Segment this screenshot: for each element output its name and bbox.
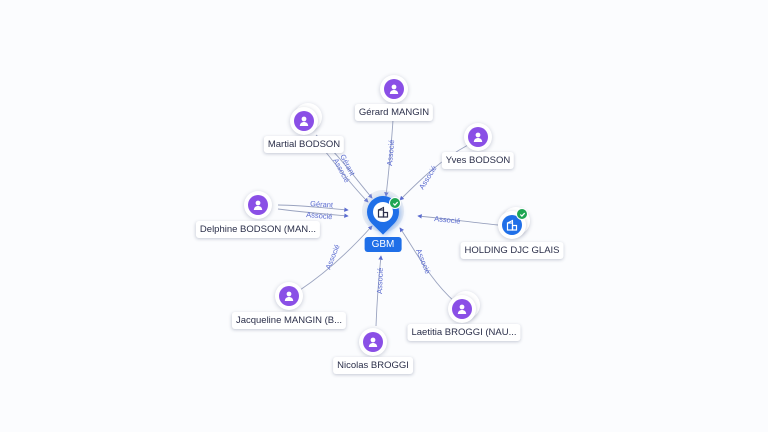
person-icon xyxy=(294,111,314,131)
node-label: Jacqueline MANGIN (B... xyxy=(231,312,347,329)
person-icon xyxy=(248,195,268,215)
node-label: Nicolas BROGGI xyxy=(333,357,413,374)
edge-label-laetitia-associe: Associé xyxy=(414,247,432,275)
edge-label-yves-associe: Associé xyxy=(417,164,439,191)
node-label: Yves BODSON xyxy=(441,152,515,169)
person-icon xyxy=(468,127,488,147)
building-icon xyxy=(373,202,393,222)
verified-check-icon xyxy=(516,208,528,220)
edge-label-delphine-associe: Associé xyxy=(306,210,333,221)
edge-label-nicolas-associe: Associé xyxy=(375,268,385,295)
edge-laetitia xyxy=(399,227,456,303)
person-icon xyxy=(363,332,383,352)
edge-jacqueline xyxy=(299,225,373,291)
edge-holding xyxy=(417,214,499,226)
edge-label-jacqueline-associe: Associé xyxy=(324,243,342,271)
center-label: GBM xyxy=(364,237,402,252)
edge-delphine-2 xyxy=(277,208,349,218)
edge-label-holding-associe: Associé xyxy=(434,214,461,226)
building-icon xyxy=(502,215,522,235)
node-label: Martial BODSON xyxy=(263,136,345,153)
edge-label-delphine-gerant: Gérant xyxy=(310,199,334,210)
person-icon xyxy=(279,286,299,306)
edge-label-gerard-associe: Associé xyxy=(385,139,396,166)
edge-delphine-1 xyxy=(277,204,349,212)
node-label: Laetitia BROGGI (NAU... xyxy=(407,324,521,341)
person-icon xyxy=(452,299,472,319)
node-label: HOLDING DJC GLAIS xyxy=(460,242,564,259)
edge-nicolas xyxy=(375,255,383,327)
node-label: Gérard MANGIN xyxy=(354,104,434,121)
verified-check-icon xyxy=(389,197,401,209)
edge-yves xyxy=(399,144,469,201)
node-label: Delphine BODSON (MAN... xyxy=(195,221,321,238)
person-icon xyxy=(384,79,404,99)
